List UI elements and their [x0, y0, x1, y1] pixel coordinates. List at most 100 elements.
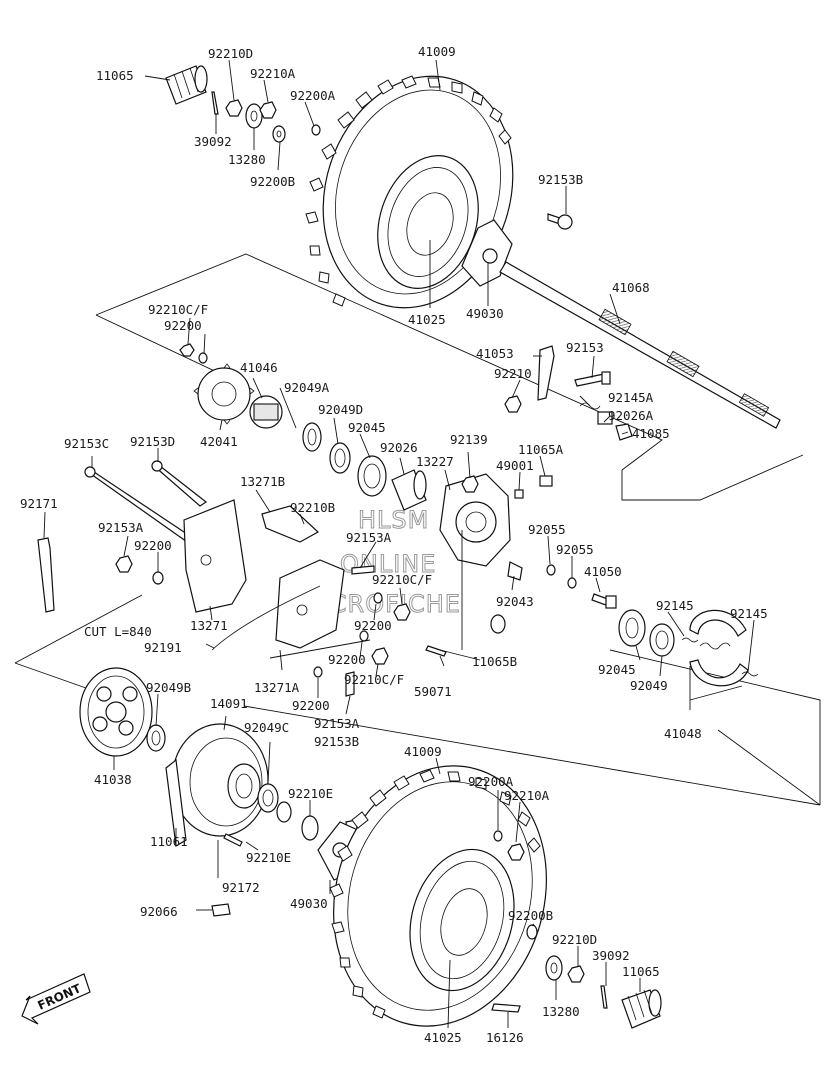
label-92200A-top: 92200A — [290, 88, 336, 103]
label-92153A-a: 92153A — [346, 530, 392, 545]
leader-lines — [43, 59, 755, 1029]
label-11065B: 11065B — [472, 654, 517, 669]
label-92172: 92172 — [222, 880, 260, 895]
label-92045-a: 92045 — [348, 420, 386, 435]
bottom-hubcap-11065 — [621, 989, 662, 1029]
top-washer-92200A — [311, 124, 321, 136]
label-92045-b: 92045 — [598, 662, 636, 677]
nut-92210E-b — [276, 801, 292, 823]
label-92200B-top: 92200B — [250, 174, 295, 189]
label-92200B-bot: 92200B — [508, 908, 553, 923]
watermark-line-1: HLSM — [358, 506, 429, 534]
label-92210B: 92210B — [290, 500, 335, 515]
carrier-13271A — [275, 559, 345, 649]
label-92055-b: 92055 — [556, 542, 594, 557]
label-13280-bot: 13280 — [542, 1004, 580, 1019]
fitting-92066 — [211, 903, 231, 917]
top-castle-nut-92210D — [225, 99, 243, 117]
top-hubcap-11065 — [165, 65, 208, 105]
label-41009-bot: 41009 — [404, 744, 442, 759]
label-92153A-c: 92153A — [314, 716, 360, 731]
nut-92139 — [461, 475, 479, 493]
nut-92210CF-b — [393, 603, 411, 621]
top-washer-13280 — [245, 103, 263, 129]
label-92153D: 92153D — [130, 434, 175, 449]
label-cut-note: CUT L=840 — [84, 624, 152, 639]
label-92049C: 92049C — [244, 720, 289, 735]
bottom-washer-92200B — [526, 924, 538, 940]
label-41046: 41046 — [240, 360, 278, 375]
bearing-92045-a — [357, 455, 387, 497]
carrier-13271 — [183, 499, 247, 613]
cap-11065B — [490, 614, 506, 634]
seal-92049C — [257, 783, 279, 813]
label-92200A-bot: 92200A — [468, 774, 514, 789]
label-13271B: 13271B — [240, 474, 285, 489]
bottom-castle-nut-92210D — [567, 965, 585, 983]
washer-92200-d — [359, 630, 369, 642]
bolt-92153A-mid — [351, 565, 375, 575]
sprocket-hub-41046 — [249, 395, 283, 429]
label-92043: 92043 — [496, 594, 534, 609]
cable-92191 — [211, 585, 321, 651]
label-92210CF-c: 92210C/F — [344, 672, 404, 687]
label-92153C: 92153C — [64, 436, 109, 451]
label-13227: 13227 — [416, 454, 454, 469]
label-92145-b: 92145 — [730, 606, 768, 621]
washer-92200-a — [198, 352, 208, 364]
label-92055-a: 92055 — [528, 522, 566, 537]
collar-92026 — [391, 469, 427, 511]
bracket-13271B — [261, 505, 320, 543]
label-41053: 41053 — [476, 346, 514, 361]
label-13271: 13271 — [190, 618, 228, 633]
label-13271A: 13271A — [254, 680, 300, 695]
label-11065-bot: 11065 — [622, 964, 660, 979]
washer-92055-b — [567, 577, 577, 589]
label-92153: 92153 — [566, 340, 604, 355]
front-arrow: FRONT — [21, 973, 91, 1025]
label-41085: 41085 — [632, 426, 670, 441]
nut-92210CF-c — [371, 647, 389, 665]
label-92153B-b: 92153B — [314, 734, 359, 749]
bracket-41085 — [615, 423, 633, 441]
top-nut-92210A — [259, 101, 277, 119]
bearing-housing-13227 — [439, 473, 511, 567]
nipple-49001 — [514, 489, 524, 499]
bearing-92045-b — [618, 609, 646, 647]
bolt-92153A-a — [115, 555, 133, 573]
sprocket-42041 — [193, 363, 255, 425]
bolt-92043 — [507, 561, 523, 581]
label-92200-e: 92200 — [292, 698, 330, 713]
label-92210D-bot: 92210D — [552, 932, 597, 947]
label-92153B-top: 92153B — [538, 172, 583, 187]
brake-panel-14091 — [171, 723, 269, 837]
label-92200-c: 92200 — [354, 618, 392, 633]
arm-41053 — [537, 345, 555, 401]
label-41025-bot: 41025 — [424, 1030, 462, 1045]
label-92066: 92066 — [140, 904, 178, 919]
lever-92171 — [37, 537, 55, 613]
seal-92049A — [302, 422, 322, 452]
label-92210CF-b: 92210C/F — [372, 572, 432, 587]
label-59071: 59071 — [414, 684, 452, 699]
label-41038: 41038 — [94, 772, 132, 787]
collar-92026A — [597, 411, 613, 425]
label-92171: 92171 — [20, 496, 58, 511]
label-11065A: 11065A — [518, 442, 564, 457]
label-49030-top: 49030 — [466, 306, 504, 321]
top-hub-49030 — [461, 219, 513, 287]
label-92145-a: 92145 — [656, 598, 694, 613]
axle-shaft-41068 — [499, 261, 781, 429]
label-92210: 92210 — [494, 366, 532, 381]
label-39092-bot: 39092 — [592, 948, 630, 963]
spring-92145-a — [681, 637, 699, 643]
label-92026A: 92026A — [608, 408, 654, 423]
hub-11061 — [165, 758, 187, 847]
bolt-92153A-low — [345, 671, 355, 697]
seal-92049B — [146, 724, 166, 752]
label-92049A: 92049A — [284, 380, 330, 395]
washer-92200-e — [313, 666, 323, 678]
label-92139: 92139 — [450, 432, 488, 447]
bolt-92153 — [574, 371, 611, 387]
